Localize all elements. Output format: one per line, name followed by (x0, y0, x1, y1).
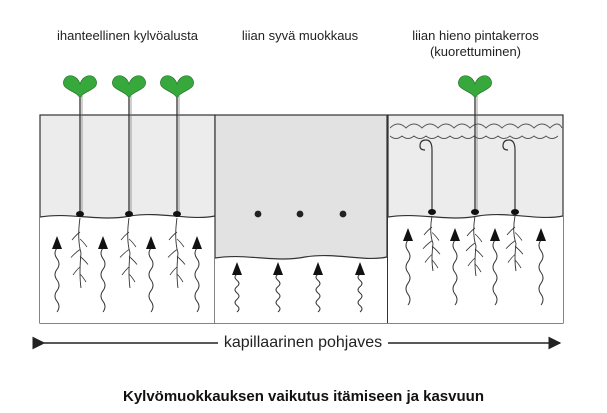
root-branch (176, 273, 184, 283)
panel-ideal (39, 114, 216, 324)
capillary-water-line (492, 239, 498, 306)
capillary-arrow-head (403, 228, 413, 241)
root (430, 215, 434, 272)
root-branch (467, 257, 476, 267)
capillary-water-line (357, 273, 363, 313)
root (78, 217, 82, 289)
root-branch (514, 259, 522, 269)
curled-sprout (502, 139, 516, 212)
root-branch (431, 232, 440, 241)
crust-layer (389, 123, 563, 139)
capillary-water-line (54, 247, 60, 313)
capillary-water-line (234, 273, 240, 313)
panel-label-too-deep: liian syvä muokkaus (241, 28, 359, 43)
capillary-arrow-head (450, 228, 460, 241)
figure-caption: Kylvömuokkauksen vaikutus itämiseen ja k… (123, 388, 484, 405)
capillary-arrow-head (313, 262, 323, 275)
root-branch (176, 238, 185, 248)
panel-label-crusting: liian hieno pintakerros (kuorettuminen) (412, 28, 539, 59)
root-branch (514, 245, 524, 255)
root-branch (466, 227, 476, 237)
panel-deep-boundary (214, 254, 388, 260)
root-branch (79, 273, 87, 283)
root-branch (431, 259, 439, 269)
cotyledon-leaves-icon (63, 75, 97, 99)
root-branch (79, 238, 88, 248)
capillary-water-line (275, 273, 281, 313)
root-branch (128, 256, 138, 265)
root-branch (422, 240, 433, 250)
cotyledon-leaves-icon (112, 75, 146, 99)
root-branch (128, 238, 137, 248)
root (127, 217, 131, 289)
root (473, 215, 477, 277)
capillary-water-line (194, 247, 200, 313)
root-branch (121, 266, 130, 276)
root (175, 217, 179, 289)
root-branch (79, 256, 89, 265)
root-branch (424, 254, 433, 263)
root-branch (465, 242, 476, 252)
root-branch (72, 266, 81, 276)
seed (511, 209, 519, 215)
seed (296, 210, 304, 218)
seed (471, 209, 479, 215)
capillary-arrow-head (490, 228, 500, 241)
capillary-arrow-head (146, 236, 156, 249)
capillary-water-line (452, 239, 458, 306)
root-branch (431, 245, 441, 255)
capillary-water-line (315, 273, 321, 313)
root (513, 215, 517, 272)
groundwater-label: kapillaarinen pohjaves (217, 334, 389, 352)
root-branch (70, 249, 81, 258)
cotyledon-leaves-icon (160, 75, 194, 99)
root-branch (119, 249, 130, 258)
root-branch (169, 266, 178, 276)
root-branch (423, 226, 433, 236)
capillary-water-line (405, 239, 411, 306)
root-branch (167, 249, 178, 258)
root-branch (168, 231, 178, 241)
seed (254, 210, 262, 218)
root-branch (506, 226, 516, 236)
panel-crust-boundary (387, 213, 564, 219)
panel-deep-moist-layer (215, 255, 387, 323)
root-branch (505, 240, 516, 250)
root-branch (474, 263, 482, 273)
seed (173, 211, 181, 217)
capillary-arrow-head (98, 236, 108, 249)
root-branch (507, 254, 516, 263)
root-branch (514, 232, 523, 241)
capillary-water-line (100, 247, 106, 313)
root-branch (176, 256, 186, 265)
seed (428, 209, 436, 215)
seed (339, 210, 347, 218)
capillary-arrow-head (355, 262, 365, 275)
capillary-arrow-head (192, 236, 202, 249)
capillary-water-line (148, 247, 154, 313)
seed (125, 211, 133, 217)
cotyledon-leaves-icon (458, 75, 492, 99)
root-branch (128, 273, 136, 283)
panel-label-ideal: ihanteellinen kylvöalusta (57, 28, 198, 43)
capillary-arrow-head (52, 236, 62, 249)
root-branch (474, 233, 483, 243)
capillary-arrow-head (232, 262, 242, 275)
capillary-arrow-head (273, 262, 283, 275)
curled-sprout (419, 139, 433, 212)
panel-too-deep (214, 114, 388, 324)
capillary-water-line (538, 239, 544, 306)
root-branch (71, 231, 81, 241)
root-branch (474, 248, 484, 258)
capillary-arrow-head (536, 228, 546, 241)
plants-and-roots (52, 75, 546, 313)
seed (76, 211, 84, 217)
root-branch (120, 231, 130, 241)
